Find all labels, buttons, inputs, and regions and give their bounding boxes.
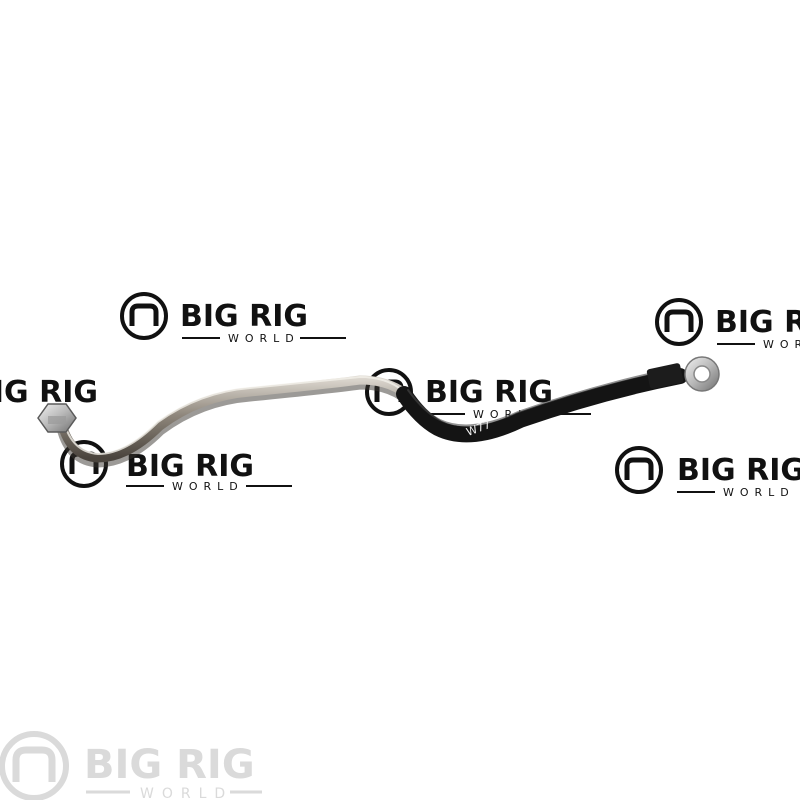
watermark-logo: BIG RIG WORLD — [60, 440, 292, 493]
metal-tube — [57, 375, 413, 463]
watermark-sub: WORLD — [763, 338, 800, 351]
watermark-logo-icon — [615, 446, 663, 494]
watermark-sub: WORLD — [172, 480, 244, 493]
watermark-brand: BIG RIG — [180, 299, 308, 334]
rubber-hose-highlight — [407, 367, 677, 427]
watermark-brand: BIG RIG — [715, 305, 800, 340]
watermark-logo-icon — [655, 298, 703, 346]
hose-ferrule — [646, 363, 684, 389]
watermark-logo: BIG RIG WORLD — [615, 446, 800, 499]
watermark-logo-icon — [120, 292, 168, 340]
watermark-brand: BIG RIG — [126, 449, 254, 484]
watermark-sub: WORLD — [723, 486, 795, 499]
watermark-sub: WORLD — [228, 332, 300, 345]
tube-nut-fitting — [37, 403, 77, 433]
eye-fitting — [684, 356, 720, 392]
corner-watermark-brand: BIG RIG — [84, 742, 255, 788]
watermark-logo: BIG RIG WORLD — [655, 298, 800, 351]
corner-watermark-logo: BIG RIG WORLD — [0, 731, 262, 800]
watermark-logo: BIG RIG WORLD — [120, 292, 346, 345]
watermark-brand: BIG RIG — [677, 453, 800, 488]
corner-watermark-icon — [0, 731, 69, 800]
metal-tube-highlight — [63, 375, 405, 456]
tube-assembly: W77 — [37, 356, 720, 468]
watermark-brand: BIG RIG — [425, 375, 553, 410]
corner-watermark-sub: WORLD — [140, 786, 233, 800]
rubber-hose — [396, 368, 688, 443]
